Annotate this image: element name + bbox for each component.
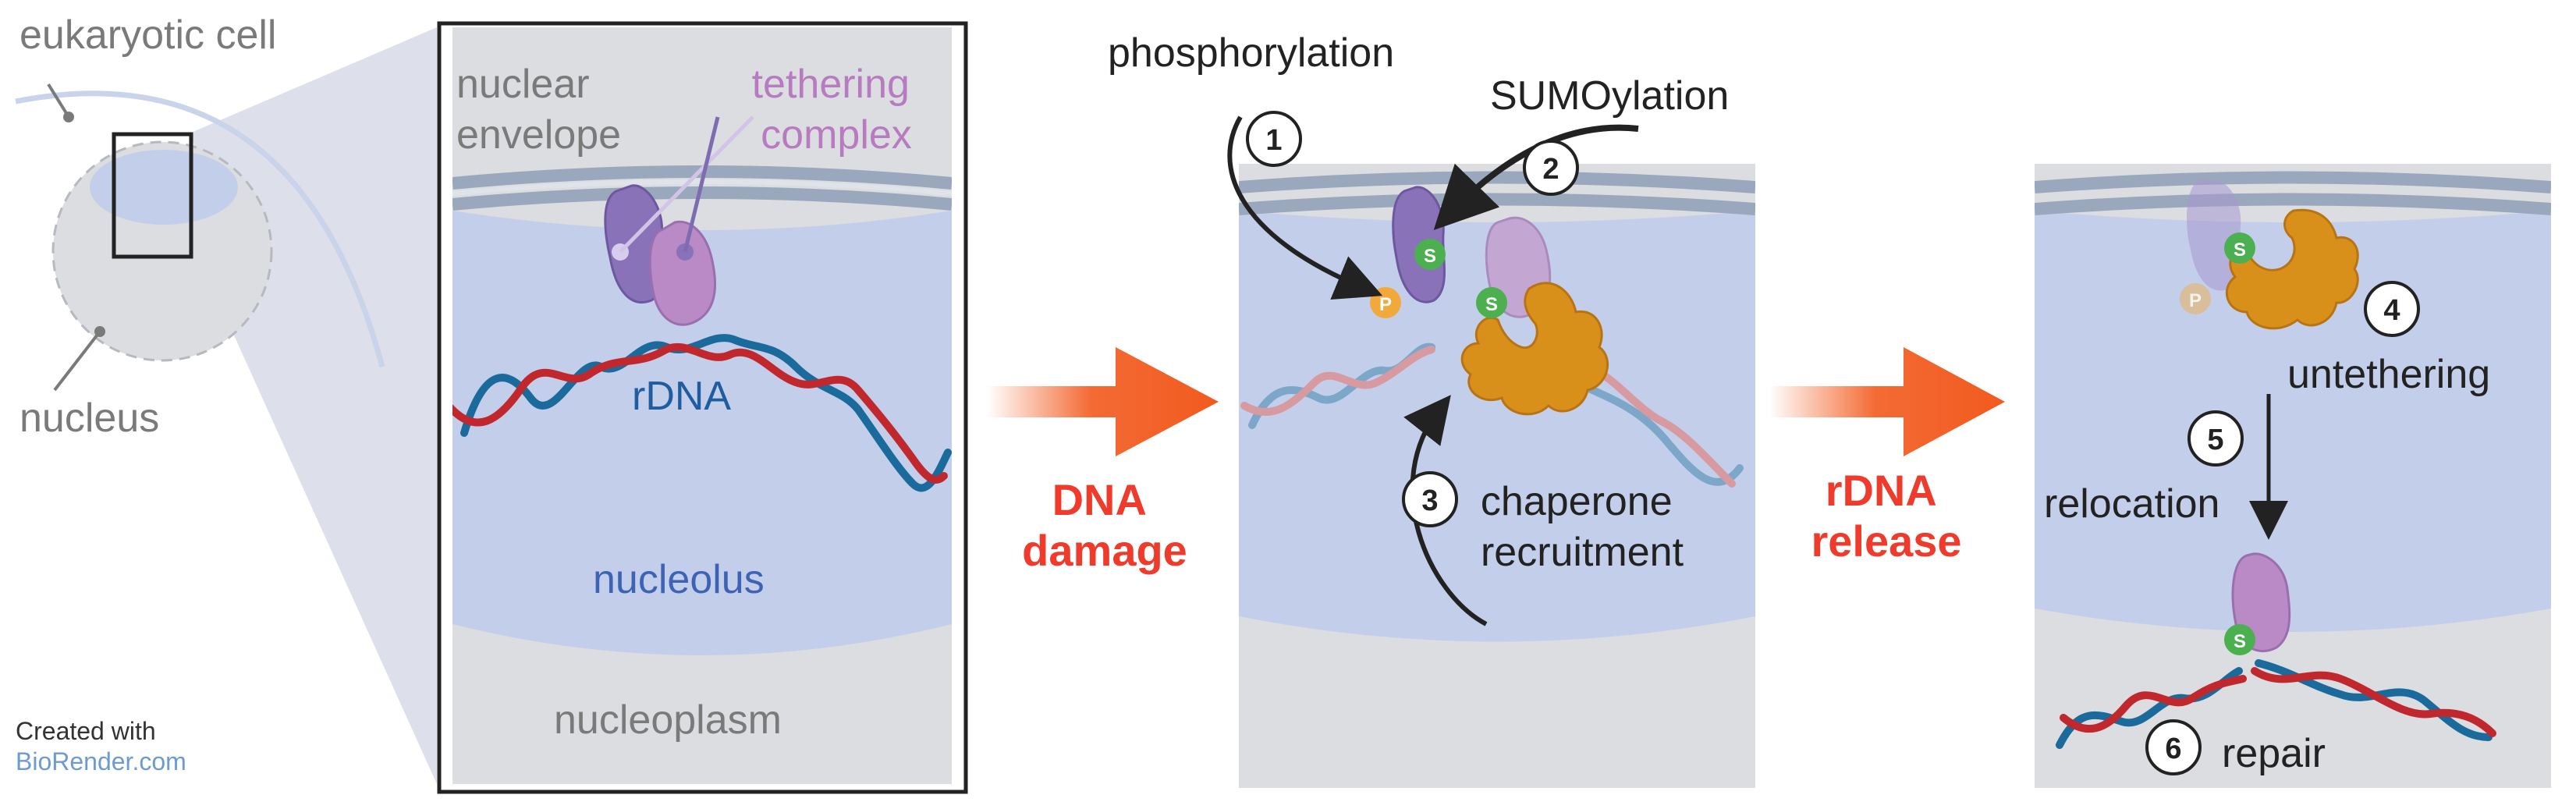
transition-label-dna-damage: DNA damage	[1022, 475, 1187, 575]
zoom-funnel	[191, 27, 437, 784]
nucleus-leader-line	[53, 330, 101, 392]
step-5-number: 5	[2207, 424, 2223, 456]
tether-protein-a	[604, 184, 665, 304]
nuclear-envelope-label: nuclear envelope	[456, 62, 621, 158]
nuclear-envelope-outer	[452, 165, 952, 190]
release-nucleolus	[2035, 211, 2551, 632]
chaperone-recruitment-line1: chaperone	[1481, 479, 1673, 524]
step-3-badge	[1402, 471, 1458, 527]
nucleolus-label: nucleolus	[593, 557, 765, 602]
step-1-badge	[1246, 111, 1302, 167]
dna-damage-line2: damage	[1022, 526, 1187, 575]
tethering-complex-label-line2: complex	[761, 112, 912, 158]
step-6-number: 6	[2165, 733, 2181, 765]
damage-chaperone	[1460, 282, 1609, 416]
damage-sumo-letter-chaperone: S	[1485, 294, 1498, 315]
nuclear-envelope-label-line1: nuclear	[456, 62, 590, 107]
release-dna-red-left	[2060, 675, 2247, 733]
transition-label-rdna-release: rDNA release	[1811, 466, 1961, 566]
step-1-number: 1	[1265, 124, 1282, 157]
eukaryotic-cell-label: eukaryotic cell	[20, 12, 276, 58]
release-envelope-outer	[2035, 171, 2551, 193]
step-4-number: 4	[2383, 294, 2400, 327]
damage-panel: P S S phosphorylation 1 SUMOylation 2 3 …	[1108, 30, 1755, 788]
release-sumo-badge-top	[2224, 232, 2255, 264]
cell-leader-dot	[63, 112, 74, 122]
sumoylation-label: SUMOylation	[1490, 73, 1729, 119]
release-panel: P S S 4 untethering 5 relocation 6 repai…	[2035, 164, 2551, 788]
nucleoplasm-label: nucleoplasm	[554, 697, 782, 743]
dna-damage-line1: DNA	[1052, 475, 1146, 524]
step-5-badge	[2187, 410, 2244, 467]
release-dna-red-right	[2251, 667, 2496, 737]
rdna-strand-blue	[460, 334, 952, 492]
repair-label: repair	[2222, 731, 2326, 776]
phosphorylation-arrow	[1227, 115, 1383, 300]
release-phospho-faded-letter: P	[2189, 290, 2202, 311]
phosphorylation-label: phosphorylation	[1108, 30, 1394, 76]
damage-sumo-letter-tether: S	[1424, 246, 1436, 267]
step-2-badge	[1523, 140, 1579, 196]
release-chaperone	[2225, 208, 2359, 330]
release-phospho-faded	[2180, 283, 2211, 314]
transition-arrow-2: rDNA release	[1769, 347, 2005, 566]
release-sumo-letter-bottom: S	[2234, 631, 2246, 652]
nuclear-envelope-inner	[452, 186, 952, 211]
step-6-badge	[2145, 719, 2202, 775]
tethering-complex-label: tethering complex	[752, 62, 921, 158]
transition-arrow-1-shape	[987, 347, 1219, 456]
step-3-number: 3	[1421, 484, 1438, 517]
zoom-panel: rDNA nucleolus nucleoplasm nuclear envel…	[437, 21, 968, 794]
zoom-box	[112, 132, 193, 259]
tether-protein-b	[648, 220, 717, 326]
cell-overview: eukaryotic cell nucleus	[15, 12, 437, 784]
credit-line-2: BioRender.com	[16, 747, 186, 775]
tether-leader-b	[683, 116, 720, 253]
cell-leader-line	[47, 83, 70, 119]
chaperone-recruitment-line2: recruitment	[1481, 530, 1684, 575]
damage-sumo-badge-chaperone	[1476, 287, 1507, 318]
transition-arrow-2-shape	[1769, 347, 2005, 456]
tether-leader-a	[619, 115, 754, 254]
rdna-release-line2: release	[1811, 516, 1961, 566]
relocation-label: relocation	[2044, 481, 2219, 527]
rdna-label: rDNA	[632, 374, 731, 419]
damage-phospho-letter: P	[1379, 294, 1392, 315]
tethering-complex-label-line1: tethering	[752, 62, 910, 107]
rdna-release-line1: rDNA	[1826, 466, 1936, 515]
untethering-label: untethering	[2287, 352, 2490, 397]
damage-nucleolus	[1239, 211, 1755, 642]
nuclear-envelope-label-line2: envelope	[456, 112, 621, 158]
zoom-panel-frame	[437, 21, 968, 794]
release-envelope-inner	[2035, 193, 2551, 215]
recruitment-arrow	[1403, 395, 1488, 626]
nucleolus-region	[452, 211, 952, 655]
nucleus-leader-dot	[94, 326, 105, 337]
credit-line-1: Created with	[16, 717, 156, 745]
release-sumo-badge-bottom	[2224, 624, 2255, 655]
step-2-number: 2	[1542, 153, 1559, 186]
cell-membrane-arc	[15, 90, 385, 367]
damage-dna-left-red	[1240, 346, 1435, 417]
transition-arrow-1: DNA damage	[987, 347, 1219, 575]
credit: Created with BioRender.com	[16, 717, 186, 775]
nucleolus-shape	[90, 150, 238, 225]
release-sumo-letter-top: S	[2234, 240, 2246, 261]
release-tether-faded	[2187, 179, 2241, 291]
step-4-badge	[2364, 281, 2420, 337]
chaperone-recruitment-label: chaperone recruitment	[1481, 479, 1684, 575]
nucleus-label: nucleus	[20, 396, 159, 441]
rdna-strand-red	[452, 342, 948, 484]
damage-sumo-badge-tether	[1414, 239, 1446, 270]
